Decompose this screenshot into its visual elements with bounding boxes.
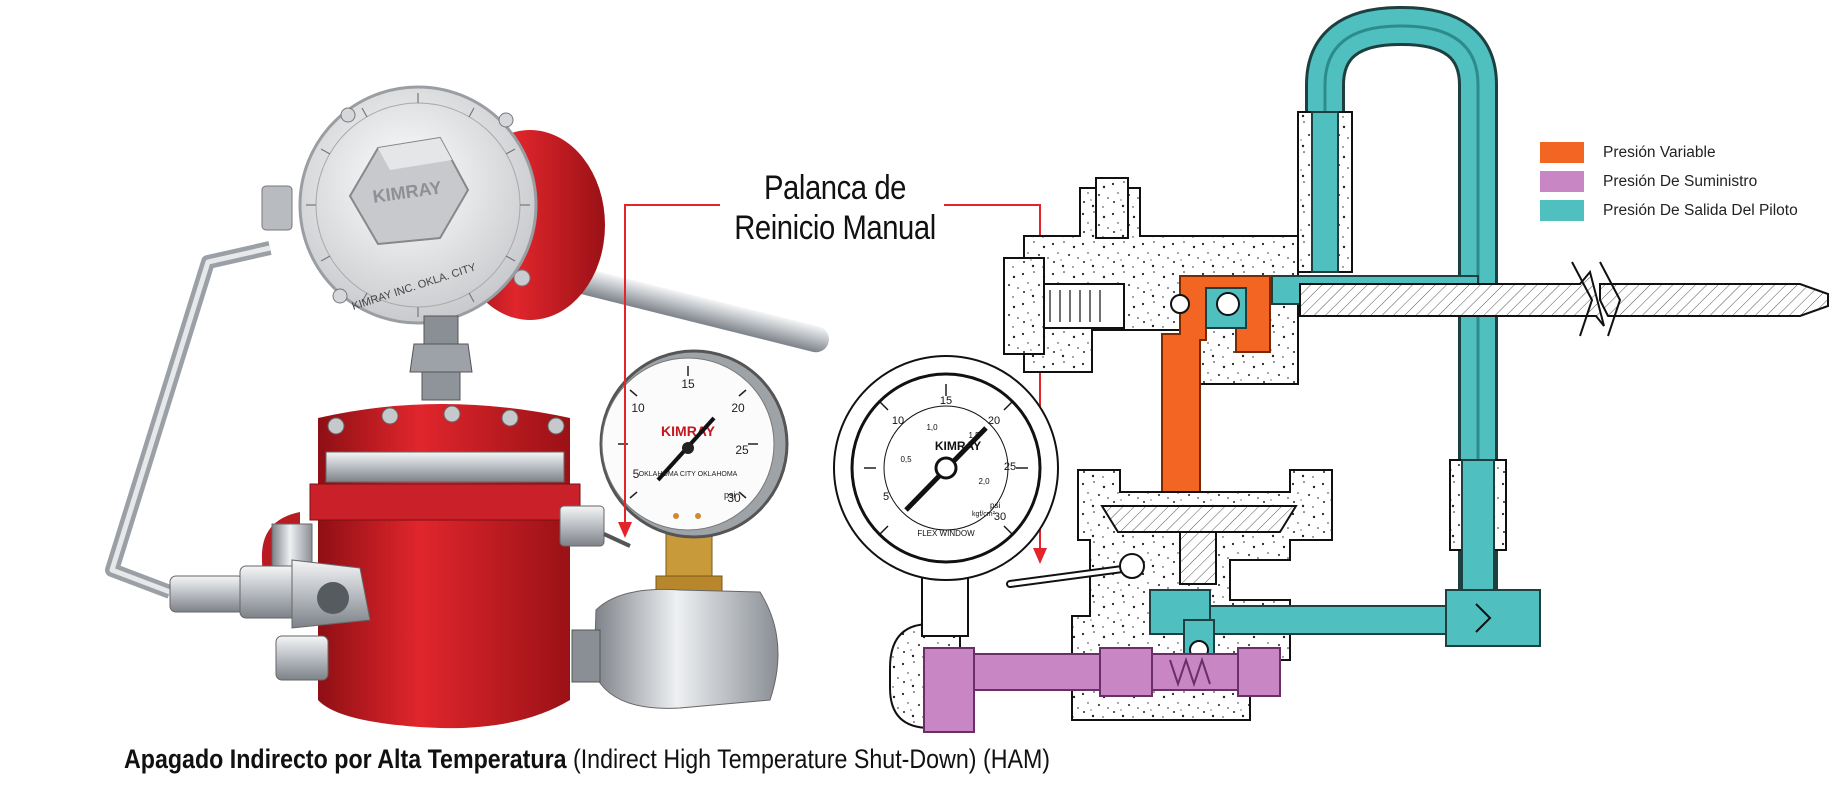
temperature-probe-rod — [556, 264, 829, 353]
drawing-gauge-inner-tick-2: 1,0 — [926, 423, 938, 432]
drawing-gauge-inner-tick-3: 1,5 — [968, 431, 980, 440]
filter-cap — [593, 588, 779, 709]
legend-item-variable: Presión Variable — [1540, 138, 1798, 167]
drawing-gauge-tick-15: 15 — [940, 395, 952, 407]
photo-gauge-brand: KIMRAY — [661, 423, 716, 439]
cutaway-diagram: 5 10 15 20 25 30 0,5 1,0 1,5 2,0 KIMRAY … — [833, 6, 1829, 733]
drawing-gauge-subtext: FLEX WINDOW — [917, 529, 975, 538]
photo-gauge-tick-25: 25 — [735, 443, 749, 457]
probe-section-2 — [1599, 283, 1829, 317]
body-flange — [325, 451, 565, 483]
photo-gauge-unit: psi — [724, 490, 736, 500]
drawing-gauge-unit-kgf: kgf/cm² — [972, 511, 996, 518]
legend-label-variable: Presión Variable — [1603, 143, 1716, 161]
legend-label-pilot-output: Presión De Salida Del Piloto — [1603, 201, 1798, 219]
photo-gauge-tick-10: 10 — [631, 401, 645, 415]
drawing-gauge-tick-5: 5 — [883, 491, 889, 503]
reset-lever-callout: Palanca de Reinicio Manual — [719, 168, 951, 248]
photo-gauge-tick-15: 15 — [681, 377, 695, 391]
drawing-gauge-tick-20: 20 — [988, 415, 1000, 427]
legend-label-supply: Presión De Suministro — [1603, 172, 1758, 190]
pilot-housing — [1023, 187, 1299, 385]
callout-arrow-left — [624, 204, 720, 522]
legend-swatch-pilot-output — [1540, 200, 1584, 221]
variable-pressure-passage — [1161, 275, 1271, 495]
caption-bold: Apagado Indirecto por Alta Temperatura — [124, 744, 567, 774]
capillary-tube — [105, 241, 272, 599]
legend-swatch-variable — [1540, 142, 1584, 163]
photo-gauge-tick-30: 30 — [727, 491, 741, 505]
drawing-gauge-tick-30: 30 — [994, 511, 1006, 523]
reset-lever — [603, 532, 631, 548]
photo-gauge-tick-5: 5 — [633, 467, 640, 481]
drawing-gauge-inner-tick-4: 2,0 — [978, 477, 990, 486]
caption-rest: (Indirect High Temperature Shut-Down) (H… — [566, 744, 1051, 774]
drawing-gauge-unit-psi: psi — [990, 501, 1000, 510]
probe-section-1 — [1299, 269, 1605, 327]
dial-ticks — [306, 93, 530, 317]
drawing-gauge-tick-10: 10 — [892, 415, 904, 427]
photo-gauge-tick-20: 20 — [731, 401, 745, 415]
reset-lever-fitting — [559, 505, 605, 547]
figure-caption: Apagado Indirecto por Alta Temperatura (… — [124, 744, 1050, 775]
legend-item-pilot-output: Presión De Salida Del Piloto — [1540, 196, 1798, 225]
valve-photo: KIMRAY KIMRAY INC. OKLA. CITY — [105, 85, 829, 729]
flange-bolts — [327, 405, 565, 435]
legend-item-supply: Presión De Suministro — [1540, 167, 1798, 196]
pressure-legend: Presión Variable Presión De Suministro P… — [1540, 138, 1798, 225]
callout-line-2: Reinicio Manual — [734, 209, 936, 247]
drawing-gauge-inner-tick-1: 0,5 — [900, 455, 912, 464]
callout-line-1: Palanca de — [763, 169, 907, 207]
legend-swatch-supply — [1540, 171, 1584, 192]
drawing-gauge-tick-25: 25 — [1004, 461, 1016, 473]
photo-gauge-city: OKLAHOMA CITY OKLAHOMA — [639, 471, 738, 478]
